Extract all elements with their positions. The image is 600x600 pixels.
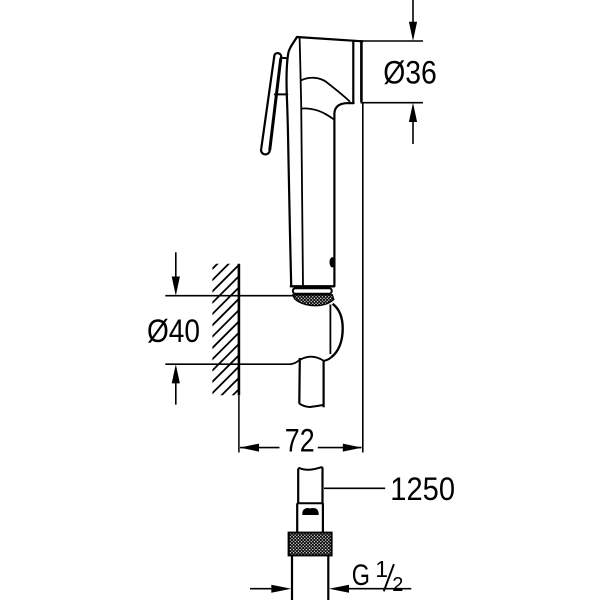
svg-text:Ø40: Ø40	[147, 313, 200, 349]
svg-text:2: 2	[392, 574, 403, 596]
svg-text:72: 72	[285, 423, 315, 459]
svg-text:G: G	[352, 559, 370, 592]
svg-text:Ø36: Ø36	[383, 55, 437, 91]
svg-text:1250: 1250	[390, 471, 455, 507]
svg-text:1: 1	[375, 556, 388, 582]
